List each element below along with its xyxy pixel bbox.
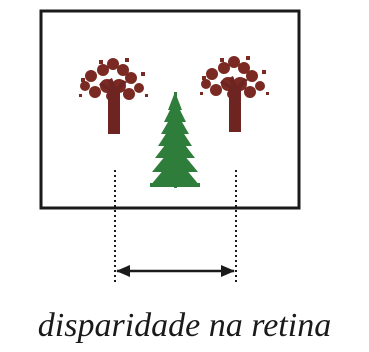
right-deciduous-tree-icon <box>200 56 269 132</box>
right-tree-trunk <box>220 76 248 132</box>
left-deciduous-tree-icon <box>79 58 148 134</box>
diagram-caption: disparidade na retina <box>37 307 332 344</box>
left-tree-trunk <box>99 78 127 134</box>
center-pine-tree-icon <box>150 92 200 188</box>
